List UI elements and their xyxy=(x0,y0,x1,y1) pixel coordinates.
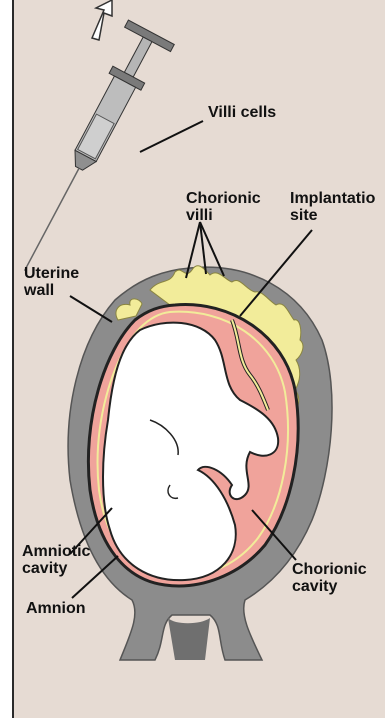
label-chorionic-cavity: Chorionic cavity xyxy=(292,561,367,595)
label-uterine-wall: Uterine wall xyxy=(24,265,79,299)
label-chorionic-villi: Chorionic villi xyxy=(186,190,261,224)
label-implantation-site: Implantatio site xyxy=(290,190,375,224)
label-amniotic-cavity: Amniotic cavity xyxy=(22,543,90,577)
label-amnion: Amnion xyxy=(26,600,86,617)
arrow-up-icon xyxy=(92,0,112,40)
label-villi-cells: Villi cells xyxy=(208,104,276,121)
syringe-icon xyxy=(2,20,175,283)
